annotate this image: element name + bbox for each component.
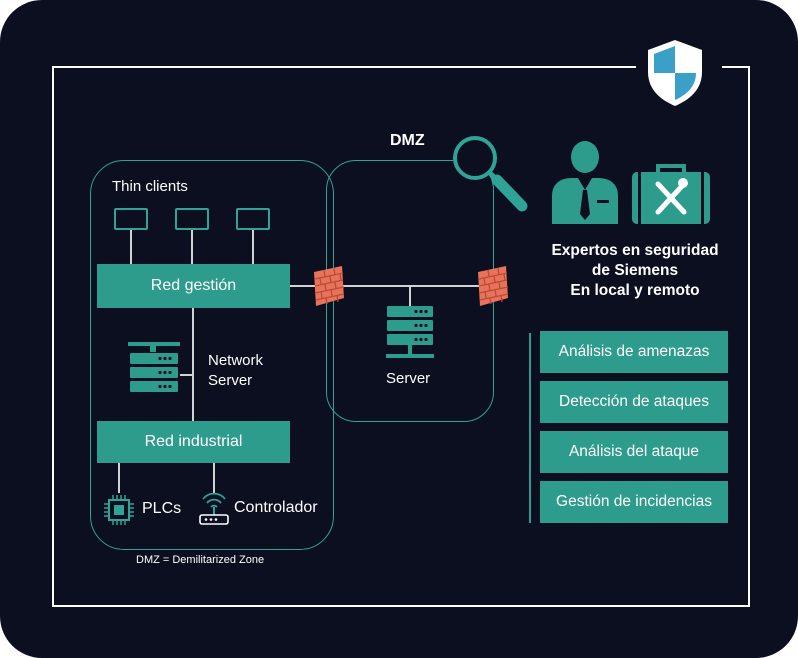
thin-clients-label: Thin clients xyxy=(112,178,188,195)
experts-line-1: Expertos en seguridad xyxy=(551,242,719,259)
management-to-dmz-link xyxy=(290,285,490,287)
service-gestion-incidencias: Gestión de incidencias xyxy=(540,481,728,523)
service-analisis-ataque: Análisis del ataque xyxy=(540,431,728,473)
connector xyxy=(118,463,120,493)
person-icon xyxy=(552,141,618,224)
internal-network-zone xyxy=(90,160,334,550)
controlador-label: Controlador xyxy=(234,499,318,516)
server-uplink xyxy=(409,286,411,306)
server-icon xyxy=(128,342,180,392)
connector xyxy=(252,230,254,264)
monitor-icon xyxy=(236,208,270,230)
chip-icon xyxy=(104,495,134,525)
red-gestion-bar: Red gestión xyxy=(97,264,290,308)
dmz-title: DMZ xyxy=(390,132,425,149)
dmz-footnote: DMZ = Demilitarized Zone xyxy=(136,554,265,566)
connector xyxy=(191,230,193,264)
router-icon xyxy=(199,492,229,525)
firewall-icon xyxy=(314,266,345,306)
dmz-server-label: Server xyxy=(386,370,431,387)
outer-frame xyxy=(52,66,750,607)
plcs-label: PLCs xyxy=(142,500,182,517)
monitor-icon xyxy=(114,208,148,230)
toolbox-icon xyxy=(632,164,710,224)
service-analisis-amenazas: Análisis de amenazas xyxy=(540,331,728,373)
services-divider xyxy=(529,333,531,523)
connector xyxy=(213,463,215,493)
network-server-label-line-1: Network xyxy=(208,352,264,369)
server-icon xyxy=(386,306,434,358)
experts-line-2: de Siemens xyxy=(591,262,679,279)
service-deteccion-ataques: Detección de ataques xyxy=(540,381,728,423)
magnifier-icon xyxy=(453,136,528,212)
connector xyxy=(130,230,132,264)
firewall-icon xyxy=(478,266,509,306)
red-industrial-bar: Red industrial xyxy=(97,421,290,463)
experts-line-3: En local y remoto xyxy=(570,282,700,299)
network-server-label-line-2: Server xyxy=(208,372,253,389)
network-server-link xyxy=(180,374,193,376)
monitor-icon xyxy=(175,208,209,230)
backbone-link xyxy=(192,308,194,421)
shield-icon xyxy=(648,40,702,106)
